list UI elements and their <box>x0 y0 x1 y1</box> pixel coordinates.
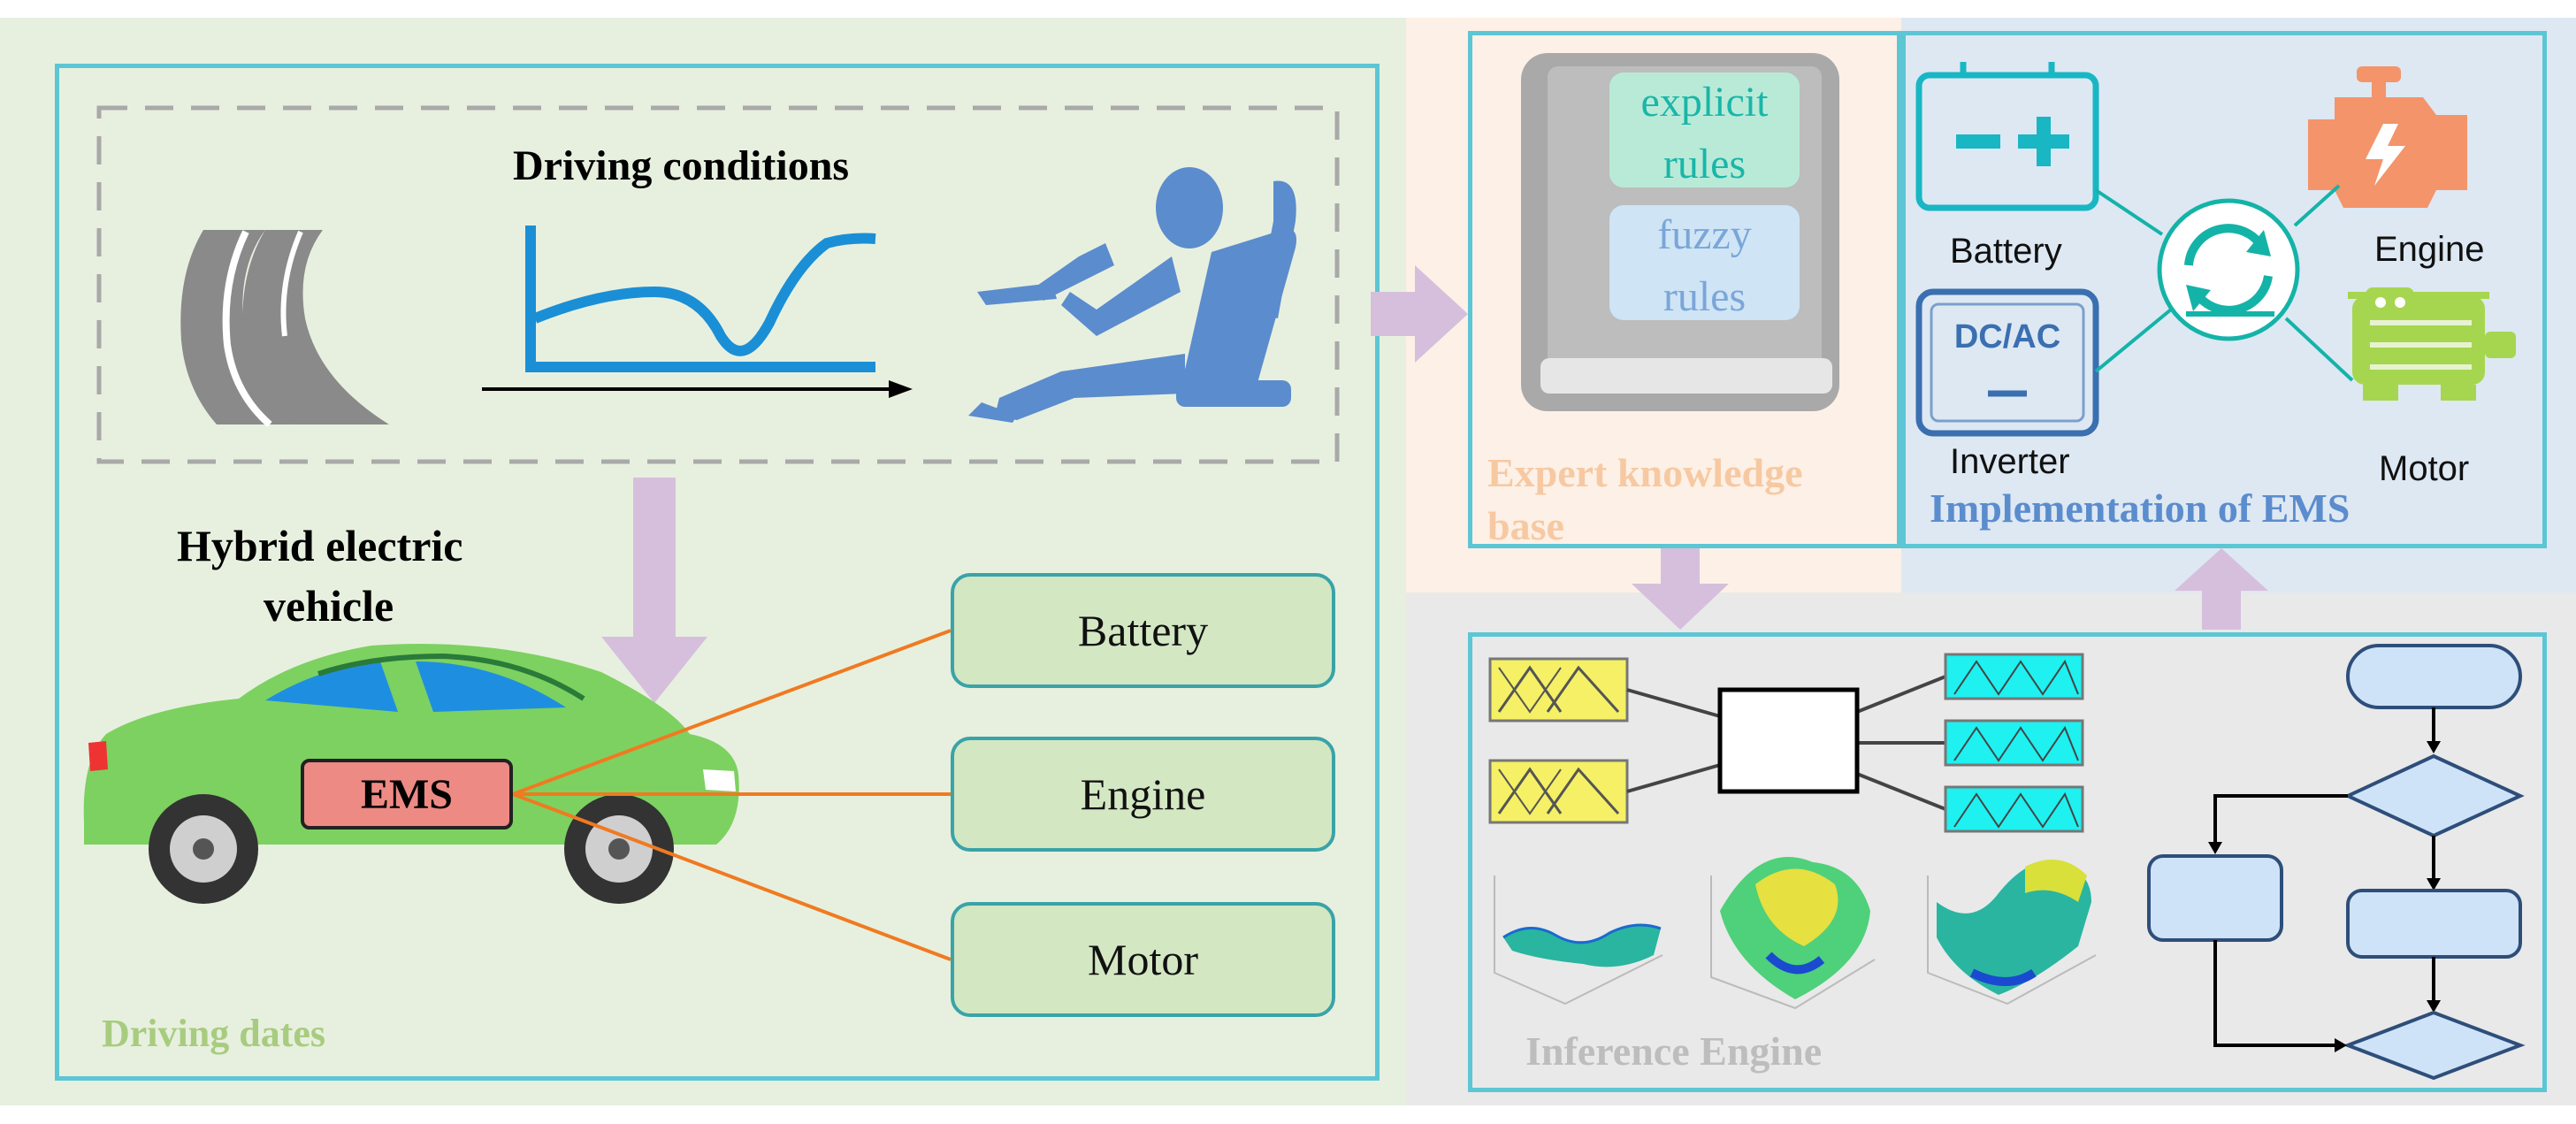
flowchart-decision-1 <box>2343 753 2525 838</box>
input-membership-2 <box>1488 759 1629 824</box>
left-panel-footer: Driving dates <box>102 1012 325 1055</box>
ems-footer: Implementation of EMS <box>1930 486 2351 531</box>
surface-plot-2 <box>1710 857 1876 1010</box>
flowchart-decision-2 <box>2343 1010 2526 1081</box>
output-membership-2 <box>1944 719 2084 767</box>
inverter-icon <box>1915 288 2099 437</box>
down-arrow-left <box>601 478 707 703</box>
ems-motor-label: Motor <box>2379 449 2470 488</box>
ems-label: EMS <box>360 770 453 818</box>
driving-conditions-dashed-box <box>96 105 1340 464</box>
road-icon <box>180 230 389 428</box>
flowchart-process-right <box>2346 889 2522 959</box>
inference-footer: Inference Engine <box>1525 1028 1823 1074</box>
motor-icon <box>2348 287 2516 401</box>
flowchart-process-left <box>2147 854 2283 942</box>
vehicle-title-line2: vehicle <box>264 581 394 631</box>
output-membership-3 <box>1944 785 2084 833</box>
ems-connectors <box>512 629 952 961</box>
driving-curve-chart <box>482 226 913 398</box>
rule2-line1: fuzzy <box>1657 211 1752 258</box>
surface-plot-1 <box>1494 875 1663 1005</box>
expert-footer-line2: base <box>1487 503 1564 548</box>
component-engine: Engine <box>951 737 1335 852</box>
surface-plot-3 <box>1927 860 2097 1005</box>
component-battery: Battery <box>951 573 1335 688</box>
ems-hub-icon <box>2157 198 2300 341</box>
output-membership-1 <box>1944 653 2084 700</box>
engine-icon <box>2308 66 2467 208</box>
battery-icon <box>1915 62 2099 211</box>
up-arrow-to-ems <box>2175 548 2268 630</box>
rule1-line2: rules <box>1663 141 1747 187</box>
rule1-line1: explicit <box>1640 79 1769 126</box>
book-icon <box>1521 53 1839 411</box>
vehicle-title-line1: Hybrid electric <box>177 521 463 570</box>
ems-inverter-label: Inverter <box>1950 442 2070 481</box>
down-arrow-to-inference <box>1632 548 1729 630</box>
flowchart-start <box>2346 644 2522 709</box>
flowchart <box>2147 644 2526 1081</box>
rule2-line2: rules <box>1663 273 1747 320</box>
ems-engine-label: Engine <box>2374 230 2485 269</box>
expert-footer-line1: Expert knowledge <box>1487 450 1803 495</box>
fuzzy-links <box>1626 675 1946 811</box>
fuzzy-rule-block <box>1717 687 1860 794</box>
component-motor: Motor <box>951 902 1335 1017</box>
driving-conditions-title: Driving conditions <box>513 142 850 189</box>
inference-panel-frame <box>1468 632 2547 1092</box>
ems-box: EMS <box>301 759 513 830</box>
expert-panel-frame <box>1468 31 1901 548</box>
right-arrow-to-expert <box>1371 265 1468 363</box>
input-membership-1 <box>1488 657 1629 723</box>
ems-panel-frame <box>1901 31 2547 548</box>
inverter-icon-text: DC/AC <box>1953 318 2061 356</box>
left-panel-frame <box>55 64 1380 1081</box>
driver-icon <box>968 167 1296 423</box>
ems-hub-connectors <box>2094 184 2354 382</box>
ems-battery-label: Battery <box>1950 232 2062 271</box>
